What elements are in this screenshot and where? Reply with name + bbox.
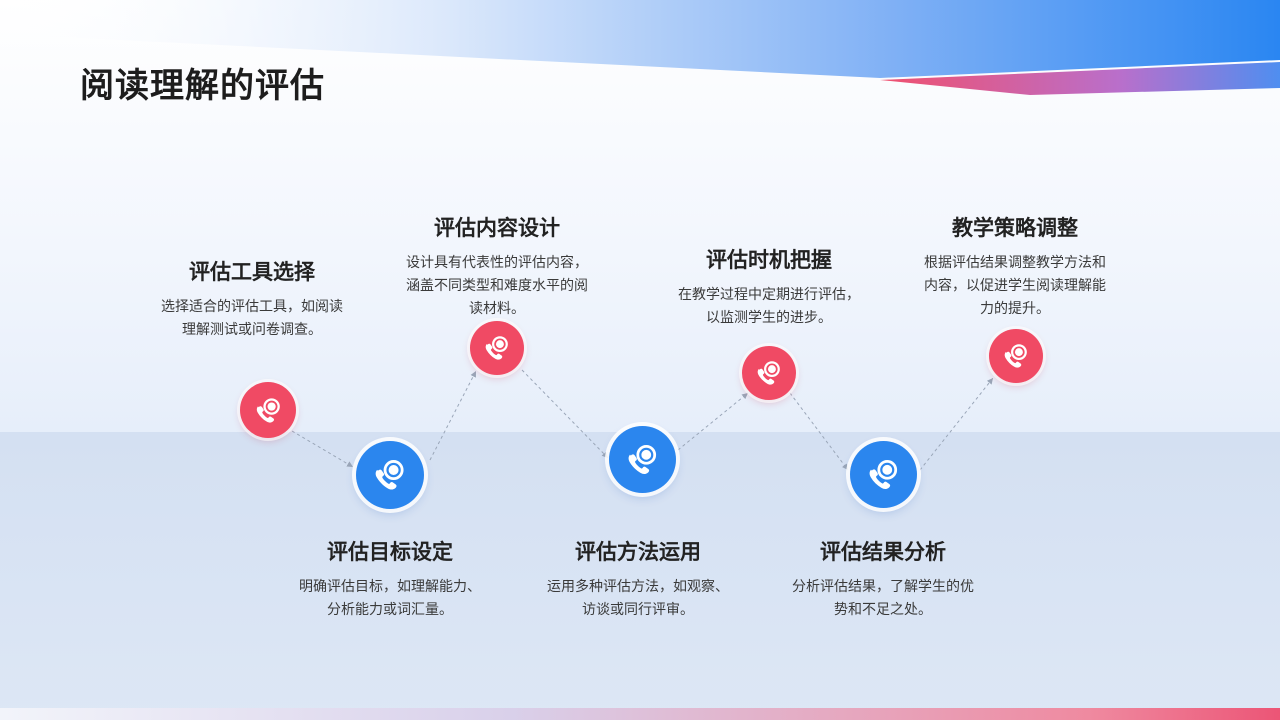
step-node-4: [609, 426, 676, 493]
step-5-text: 评估时机把握 在教学过程中定期进行评估，以监测学生的进步。: [639, 244, 899, 330]
step-2-text: 评估目标设定 明确评估目标，如理解能力、分析能力或词汇量。: [260, 536, 520, 622]
step-description: 设计具有代表性的评估内容，涵盖不同类型和难度水平的阅读材料。: [406, 255, 588, 317]
connector-line: [521, 369, 609, 459]
step-title: 评估时机把握: [706, 248, 832, 272]
step-title: 评估工具选择: [189, 260, 315, 284]
step-node-2: [356, 441, 424, 509]
step-title: 教学策略调整: [952, 216, 1078, 240]
step-description: 分析评估结果，了解学生的优势和不足之处。: [792, 579, 974, 618]
phone-chat-icon: [1004, 344, 1028, 368]
phone-chat-icon: [869, 460, 898, 490]
step-description: 选择适合的评估工具，如阅读理解测试或问卷调查。: [161, 299, 343, 338]
phone-chat-icon: [256, 397, 280, 423]
connector-line: [429, 370, 477, 461]
connector-line: [919, 377, 994, 471]
step-node-7: [989, 329, 1043, 383]
phone-chat-icon: [375, 460, 404, 490]
connector-line: [291, 430, 354, 468]
step-description: 根据评估结果调整教学方法和内容，以促进学生阅读理解能力的提升。: [924, 255, 1106, 317]
step-node-6: [850, 441, 917, 508]
step-7-text: 教学策略调整 根据评估结果调整教学方法和内容，以促进学生阅读理解能力的提升。: [885, 212, 1145, 321]
connector-line: [789, 392, 849, 471]
phone-chat-icon: [485, 336, 509, 360]
step-1-text: 评估工具选择 选择适合的评估工具，如阅读理解测试或问卷调查。: [122, 256, 382, 342]
slide-title: 阅读理解的评估: [80, 66, 325, 106]
step-description: 在教学过程中定期进行评估，以监测学生的进步。: [678, 287, 860, 326]
phone-chat-icon: [628, 445, 657, 475]
connector-line: [677, 392, 749, 451]
step-description: 运用多种评估方法，如观察、访谈或同行评审。: [547, 579, 729, 618]
step-title: 评估方法运用: [575, 540, 701, 564]
step-node-1: [240, 382, 296, 438]
step-6-text: 评估结果分析 分析评估结果，了解学生的优势和不足之处。: [753, 536, 1013, 622]
top-decoration: [0, 0, 1280, 95]
step-4-text: 评估方法运用 运用多种评估方法，如观察、访谈或同行评审。: [508, 536, 768, 622]
step-description: 明确评估目标，如理解能力、分析能力或词汇量。: [299, 579, 481, 618]
step-title: 评估目标设定: [327, 540, 453, 564]
step-node-3: [470, 321, 524, 375]
step-title: 评估结果分析: [820, 540, 946, 564]
step-node-5: [742, 346, 796, 400]
bottom-gradient-strip: [0, 708, 1280, 720]
step-3-text: 评估内容设计 设计具有代表性的评估内容，涵盖不同类型和难度水平的阅读材料。: [367, 212, 627, 321]
phone-chat-icon: [757, 361, 781, 385]
step-title: 评估内容设计: [434, 216, 560, 240]
